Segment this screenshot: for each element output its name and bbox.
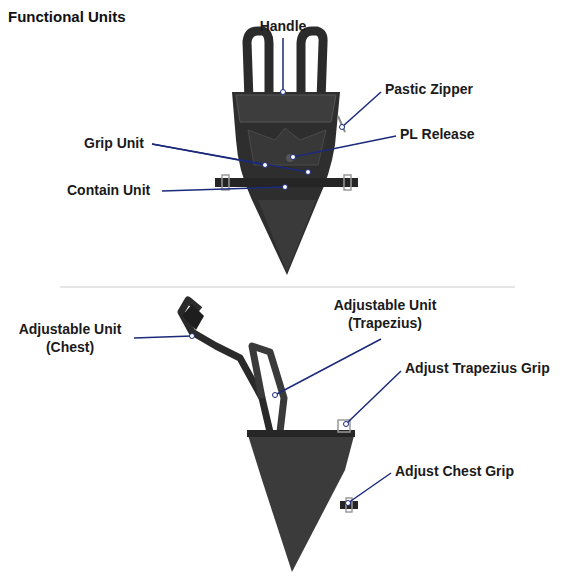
buckle	[222, 175, 229, 190]
leader-line	[162, 187, 285, 191]
part-label: Grip Unit	[84, 134, 144, 152]
part-label: Contain Unit	[67, 181, 150, 199]
leader-dot	[306, 170, 311, 175]
leader-line	[282, 38, 284, 92]
leader-dot	[190, 334, 195, 339]
leader-line	[293, 136, 396, 157]
leader-dot	[291, 155, 296, 160]
leader-dot	[340, 125, 345, 130]
part-label: Adjust Trapezius Grip	[405, 359, 550, 377]
zipper	[338, 116, 345, 132]
leader-dots	[190, 90, 351, 506]
leader-dot	[346, 501, 351, 506]
leader-line	[342, 92, 381, 127]
leader-dot	[283, 185, 288, 190]
diagram-title: Functional Units	[8, 8, 126, 25]
leader-dot	[263, 163, 268, 168]
part-label: Handle	[243, 17, 323, 35]
part-label: Pastic Zipper	[385, 80, 473, 98]
leader-line	[346, 371, 401, 424]
trapezius-strap	[252, 346, 284, 432]
leader-line	[348, 473, 391, 503]
handle-strap	[247, 31, 269, 100]
leader-dot	[273, 393, 278, 398]
leader-line	[134, 336, 192, 338]
chest-pad	[182, 304, 204, 330]
grip-unit	[248, 128, 326, 165]
part-label: PL Release	[400, 125, 474, 143]
part-label: Adjust Chest Grip	[395, 462, 514, 480]
leader-line	[275, 339, 381, 395]
buckle	[344, 175, 351, 190]
separator	[60, 287, 515, 288]
harness-body	[247, 432, 355, 572]
leader-dot	[344, 422, 349, 427]
leader-line	[152, 144, 308, 172]
handle-strap	[301, 31, 323, 100]
part-label: Adjustable Unit (Chest)	[6, 320, 134, 356]
top-seam	[247, 430, 355, 437]
handle-pad	[236, 95, 336, 122]
part-label: Adjustable Unit (Trapezius)	[318, 296, 452, 332]
contain-tip	[258, 200, 316, 272]
leader-lines	[134, 38, 401, 503]
leader-dot	[281, 90, 286, 95]
chest-grip-strap	[340, 501, 358, 509]
